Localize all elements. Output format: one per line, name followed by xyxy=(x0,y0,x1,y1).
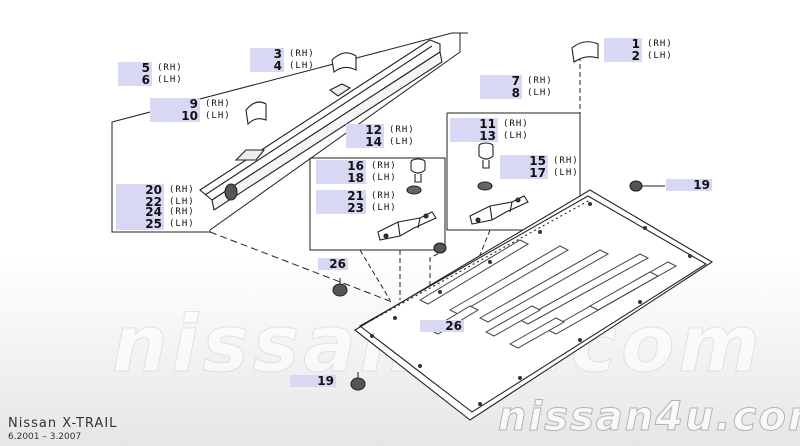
side-label: (RH) xyxy=(205,99,231,109)
part-number: 23 xyxy=(316,202,366,214)
callout-9-10: 9 (RH) 10 (LH) xyxy=(150,98,231,122)
side-label: (LH) xyxy=(169,219,195,229)
callout-21-23: 21 (RH) 23 (LH) xyxy=(316,190,397,214)
side-label: (RH) xyxy=(157,63,183,73)
part-number: 19 xyxy=(666,179,712,191)
side-label: (LH) xyxy=(503,131,529,141)
side-label: (RH) xyxy=(503,119,529,129)
side-label: (RH) xyxy=(371,161,397,171)
side-label: (RH) xyxy=(169,185,195,195)
part-number: 10 xyxy=(150,110,200,122)
part-number: 26 xyxy=(420,320,464,332)
part-number: 8 xyxy=(480,87,522,99)
part-number: 7 xyxy=(480,75,522,87)
part-number: 19 xyxy=(290,375,336,387)
callout-12-14: 12 (RH) 14 (LH) xyxy=(346,124,415,148)
side-label: (RH) xyxy=(647,39,673,49)
part-number: 20 xyxy=(116,184,164,196)
part-number: 18 xyxy=(316,172,366,184)
side-label: (RH) xyxy=(371,191,397,201)
callout-1-2: 1 (RH) 2 (LH) xyxy=(604,38,673,62)
side-label: (LH) xyxy=(553,168,579,178)
part-number: 5 xyxy=(118,62,152,74)
part-number: 12 xyxy=(346,124,384,136)
callout-24-25: 24 (RH) 25 (LH) xyxy=(116,206,195,230)
side-label: (LH) xyxy=(169,197,195,207)
part-number: 6 xyxy=(118,74,152,86)
part-number: 25 xyxy=(116,218,164,230)
callout-19-right: 19 xyxy=(666,179,712,195)
side-label: (RH) xyxy=(389,125,415,135)
part-number: 24 xyxy=(116,206,164,218)
side-label: (LH) xyxy=(647,51,673,61)
footer-model: Nissan X-TRAIL xyxy=(8,416,118,431)
callout-20-22: 20 (RH) 22 (LH) xyxy=(116,184,195,208)
part-number: 17 xyxy=(500,167,548,179)
part-number: 4 xyxy=(250,60,284,72)
callout-15-17: 15 (RH) 17 (LH) xyxy=(500,155,579,179)
side-label: (LH) xyxy=(389,137,415,147)
callout-7-8: 7 (RH) 8 (LH) xyxy=(480,75,553,99)
part-number: 13 xyxy=(450,130,498,142)
callout-26-center: 26 xyxy=(420,320,464,336)
side-label: (RH) xyxy=(527,76,553,86)
callout-11-13: 11 (RH) 13 (LH) xyxy=(450,118,529,142)
part-number: 3 xyxy=(250,48,284,60)
part-number: 16 xyxy=(316,160,366,172)
callout-16-18: 16 (RH) 18 (LH) xyxy=(316,160,397,184)
callout-3-4: 3 (RH) 4 (LH) xyxy=(250,48,315,72)
side-label: (RH) xyxy=(289,49,315,59)
footer-dates: 6.2001 – 3.2007 xyxy=(8,432,82,442)
callout-19-bottom: 19 xyxy=(290,375,336,391)
callout-5-6: 5 (RH) 6 (LH) xyxy=(118,62,183,86)
side-label: (RH) xyxy=(169,207,195,217)
part-number: 1 xyxy=(604,38,642,50)
side-label: (LH) xyxy=(205,111,231,121)
part-number: 9 xyxy=(150,98,200,110)
side-label: (LH) xyxy=(371,203,397,213)
part-number: 14 xyxy=(346,136,384,148)
part-number: 15 xyxy=(500,155,548,167)
side-label: (LH) xyxy=(157,75,183,85)
callout-26-left: 26 xyxy=(318,258,348,274)
side-label: (RH) xyxy=(553,156,579,166)
side-label: (LH) xyxy=(289,61,315,71)
part-number: 22 xyxy=(116,196,164,208)
part-number: 11 xyxy=(450,118,498,130)
side-label: (LH) xyxy=(371,173,397,183)
watermark-corner: nissan4u.com xyxy=(498,394,800,441)
part-number: 21 xyxy=(316,190,366,202)
part-number: 26 xyxy=(318,258,348,270)
part-number: 2 xyxy=(604,50,642,62)
side-label: (LH) xyxy=(527,88,553,98)
